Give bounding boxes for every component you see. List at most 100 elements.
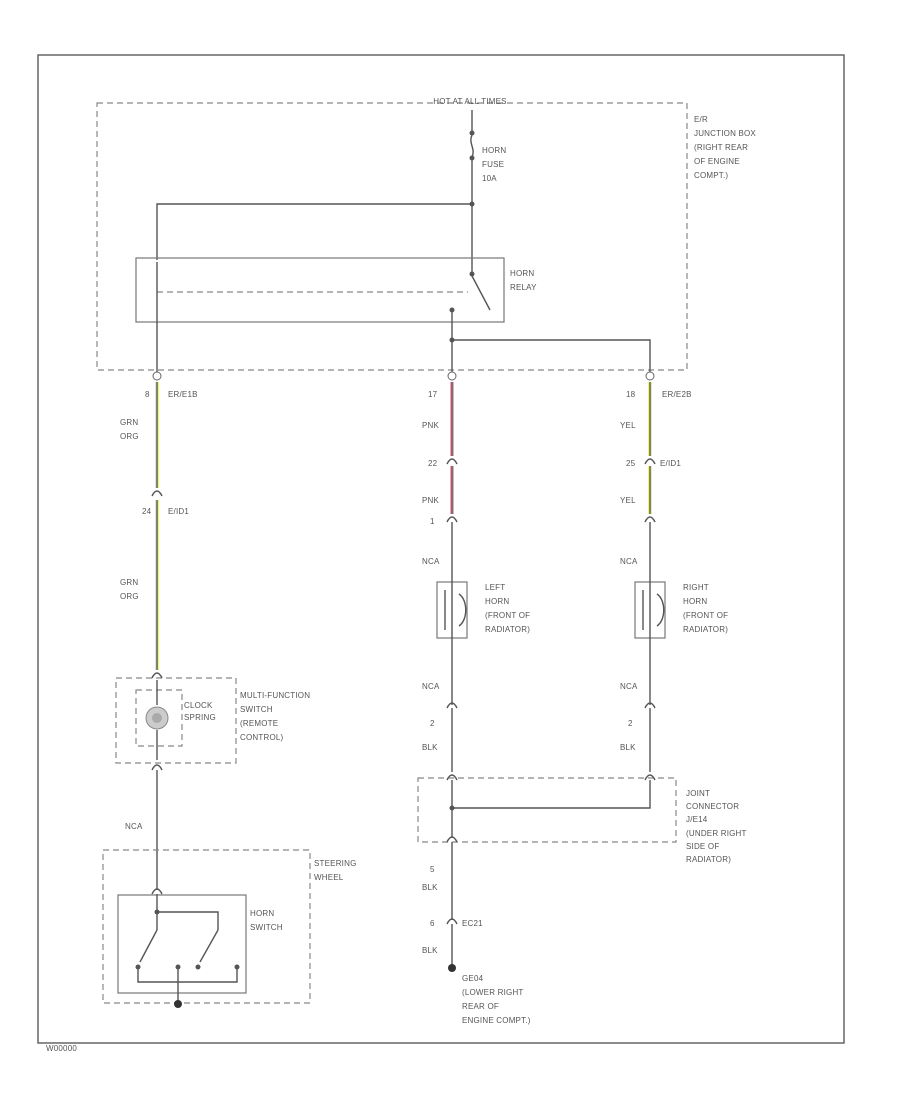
junction-box-label-5: COMPT.)	[694, 171, 728, 180]
right-horn-label-3: (FRONT OF	[683, 611, 728, 620]
mid-connector-ec: EC21	[462, 919, 483, 928]
joint-connector-label-3: J/E14	[686, 815, 708, 824]
mid-wire3-color: NCA	[422, 557, 440, 566]
horn-fuse-label-1: HORN	[482, 146, 506, 155]
right-pin-top	[645, 371, 655, 381]
mid-wire4-color: NCA	[422, 682, 440, 691]
junction-box-outline	[96, 102, 688, 371]
multifunction-label-4: CONTROL)	[240, 733, 284, 742]
ground-label-1: GE04	[462, 974, 484, 983]
horn-fuse-symbol	[470, 134, 474, 158]
horn-relay-label-1: HORN	[510, 269, 534, 278]
relay-switch-terminal	[469, 271, 475, 277]
right-horn-top-connector	[644, 516, 656, 523]
fuse-terminal-bottom	[469, 155, 475, 161]
horn-fuse-label-2: FUSE	[482, 160, 504, 169]
mid-wire7-color: BLK	[422, 946, 438, 955]
right-wire4-color: NCA	[620, 682, 638, 691]
relay-coil-feed-wire	[156, 203, 472, 260]
joint-connector-outline	[417, 777, 677, 843]
multifunction-switch-outline	[115, 677, 237, 764]
right-connector-mid	[644, 458, 656, 465]
right-wire1-color: YEL	[620, 421, 636, 430]
mid-pin-top	[447, 371, 457, 381]
junction-box-label-3: (RIGHT REAR	[694, 143, 748, 152]
horn-switch-bus	[157, 911, 219, 930]
mid-pin-6: 6	[430, 919, 435, 928]
mid-wire6-color: BLK	[422, 883, 438, 892]
horn-switch-left-contact	[139, 929, 158, 963]
clock-spring-label-2: SPRING	[184, 713, 216, 722]
steering-wheel-label-1: STEERING	[314, 859, 357, 868]
right-horn-label-1: RIGHT	[683, 583, 709, 592]
joint-connector-label-6: RADIATOR)	[686, 855, 731, 864]
junction-box-label-2: JUNCTION BOX	[694, 129, 756, 138]
right-connector-top: ER/E2B	[662, 390, 692, 399]
steering-wheel-label-2: WHEEL	[314, 873, 344, 882]
ground-label-4: ENGINE COMPT.)	[462, 1016, 531, 1025]
horn-switch-label-1: HORN	[250, 909, 274, 918]
ground-connector	[446, 918, 458, 925]
mid-wire5-color: BLK	[422, 743, 438, 752]
left-wire1-color-1: GRN	[120, 418, 138, 427]
left-horn-label-1: LEFT	[485, 583, 505, 592]
joint-connector-label-2: CONNECTOR	[686, 802, 739, 811]
horn-fuse-label-3: 10A	[482, 174, 497, 183]
right-horn-label-2: HORN	[683, 597, 707, 606]
frame-id: W00000	[46, 1044, 77, 1053]
right-pin-mid-number: 25	[626, 459, 636, 468]
relay-output-dot	[449, 307, 455, 313]
relay-switch-contact	[471, 275, 491, 311]
clock-spring-outline	[135, 689, 183, 747]
left-horn-icon	[444, 580, 467, 640]
right-horn-icon	[642, 580, 665, 640]
left-wire3-color: NCA	[125, 822, 143, 831]
multifunction-label-3: (REMOTE	[240, 719, 278, 728]
multifunction-label-2: SWITCH	[240, 705, 273, 714]
horn-switch-label-2: SWITCH	[250, 923, 283, 932]
joint-bus	[452, 780, 651, 809]
joint-connector-label-4: (UNDER RIGHT	[686, 829, 747, 838]
left-connector-mid-name: E/ID1	[168, 507, 189, 516]
diagram-frame	[37, 54, 845, 1044]
clock-spring-core	[152, 713, 162, 723]
ground-label-3: REAR OF	[462, 1002, 499, 1011]
hot-at-all-times-label: HOT AT ALL TIMES	[433, 97, 506, 106]
joint-connector-label-5: SIDE OF	[686, 842, 719, 851]
ground-icon	[448, 964, 456, 972]
steering-wheel-outline	[102, 849, 311, 1004]
horn-switch-connector	[151, 888, 163, 895]
left-horn-bottom-connector	[446, 702, 458, 709]
mid-pin-c: 1	[430, 517, 435, 526]
left-wire2-color-1: GRN	[120, 578, 138, 587]
horn-switch-right-contact	[199, 929, 219, 963]
right-pin-2: 2	[628, 719, 633, 728]
junction-box-label-4: OF ENGINE	[694, 157, 740, 166]
joint-output-pin	[446, 836, 458, 843]
multifunction-label-1: MULTI-FUNCTION	[240, 691, 310, 700]
right-wire3-color: NCA	[620, 557, 638, 566]
left-connector-top: ER/E1B	[168, 390, 198, 399]
left-pin-mid-number: 24	[142, 507, 152, 516]
fuse-terminal-top	[469, 130, 475, 136]
horn-switch-ground-icon	[174, 1000, 182, 1008]
mid-wire2-color: PNK	[422, 496, 440, 505]
left-wire1-color-2: ORG	[120, 432, 139, 441]
mid-pin-mid-number: 22	[428, 459, 438, 468]
left-pin-top	[152, 371, 162, 381]
left-horn-label-4: RADIATOR)	[485, 625, 530, 634]
mid-pin-5: 5	[430, 865, 435, 874]
left-horn-label-2: HORN	[485, 597, 509, 606]
horn-switch-ground-bus	[137, 967, 238, 983]
left-horn-label-3: (FRONT OF	[485, 611, 530, 620]
left-clock-spring-connector	[151, 672, 163, 679]
left-wire2-color-2: ORG	[120, 592, 139, 601]
mid-pin-top-number: 17	[428, 390, 438, 399]
left-connector-mid	[151, 490, 163, 497]
horn-switch-box	[117, 894, 247, 994]
right-pin-top-number: 18	[626, 390, 636, 399]
horn-relay-label-2: RELAY	[510, 283, 537, 292]
joint-left-pin	[446, 774, 458, 781]
mid-connector-mid	[446, 458, 458, 465]
